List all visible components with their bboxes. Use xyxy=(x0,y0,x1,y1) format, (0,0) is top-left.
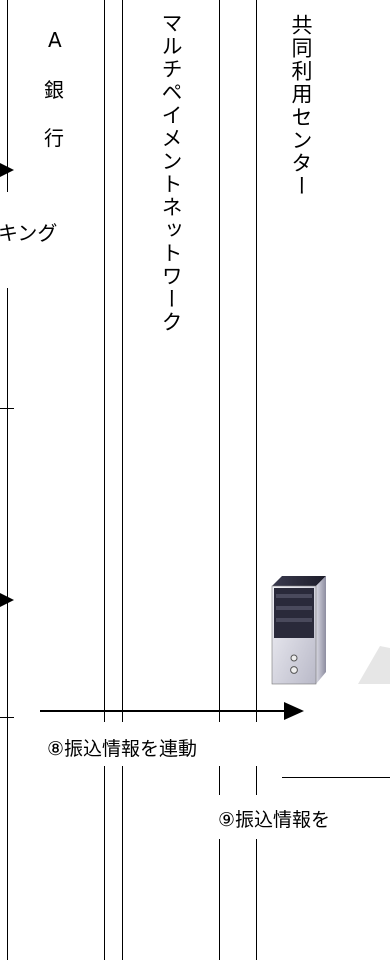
step9-label: ⑨振込情報を xyxy=(218,809,331,831)
banking-label-box xyxy=(0,192,103,288)
bank-a-char-3: 行 xyxy=(44,126,64,150)
server-tower-icon xyxy=(271,576,390,685)
center-title: 共同利用センター xyxy=(289,14,313,198)
tick-1 xyxy=(0,408,14,409)
arrow-right-icon xyxy=(0,163,14,177)
bank-a-char-2: 銀 xyxy=(44,78,64,102)
arrow-right-icon xyxy=(284,702,304,720)
lane-multipayment xyxy=(122,0,220,960)
bank-a-char-1: A xyxy=(48,28,62,52)
step9-line xyxy=(282,777,390,778)
banking-label: キング xyxy=(0,221,58,245)
step9-label-box xyxy=(212,795,390,839)
step8-arrow-line xyxy=(40,710,290,712)
tick-2 xyxy=(0,717,14,718)
arrow-right-icon xyxy=(0,593,14,607)
multipayment-title: マルチペイメントネットワーク xyxy=(159,12,183,334)
step8-label: ⑧振込情報を連動 xyxy=(47,738,198,760)
lane-bank-a xyxy=(7,0,105,960)
step8-label-box xyxy=(40,722,260,766)
